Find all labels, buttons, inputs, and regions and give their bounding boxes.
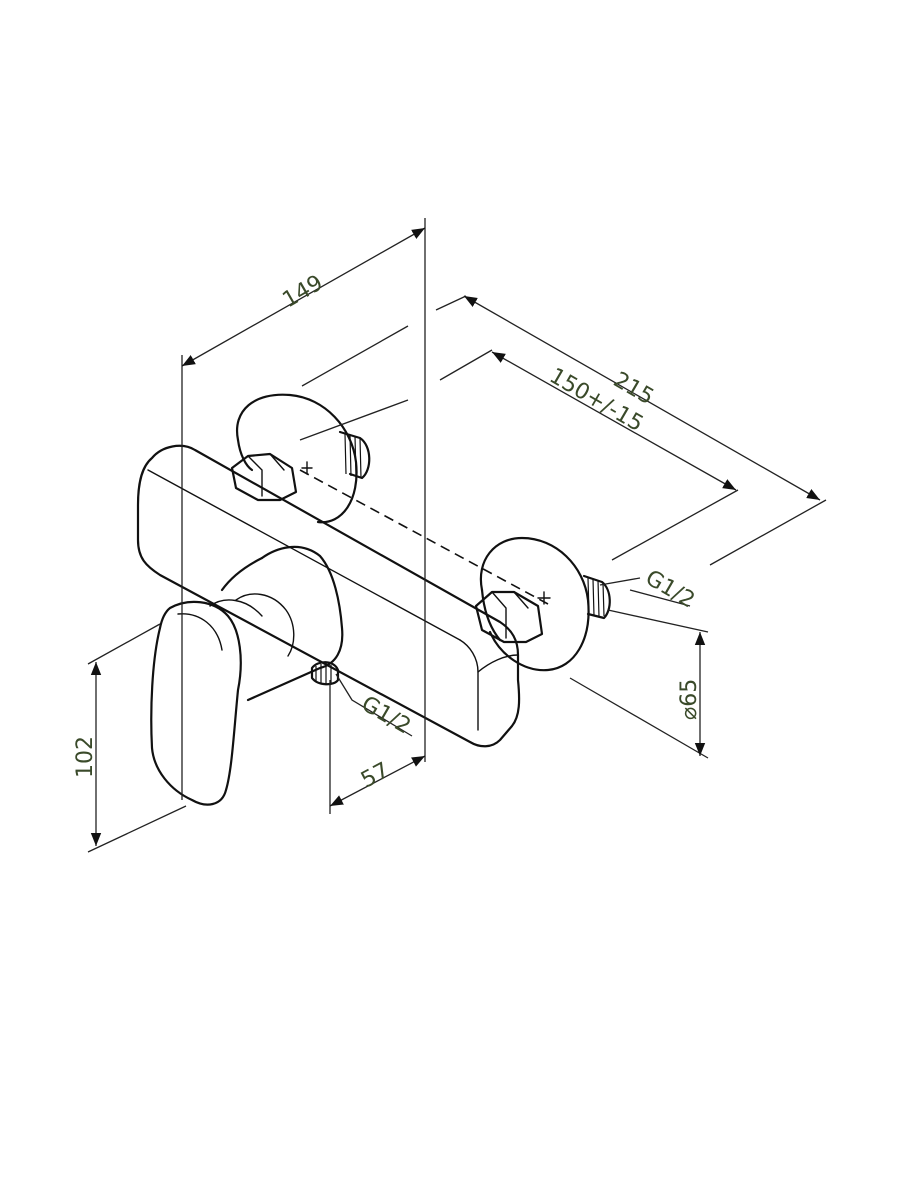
- dim-65: ⌀65: [677, 632, 706, 756]
- dim-label-102: 102: [73, 736, 98, 778]
- dim-150: 150+/-15: [491, 351, 737, 491]
- wall-flange-right: [479, 536, 590, 672]
- extension-lines: [299, 295, 827, 759]
- dim-label-65: ⌀65: [677, 679, 702, 720]
- connector-right: [474, 574, 611, 644]
- thread-label-right: G1/2: [641, 566, 699, 614]
- thread-label-bottom: G1/2: [357, 692, 415, 740]
- outlet-thread: [310, 661, 340, 686]
- wall-flange-left: [235, 393, 358, 524]
- connector-left: [230, 430, 371, 502]
- dim-102: 102: [73, 623, 187, 853]
- dim-215: 215: [463, 295, 821, 501]
- dim-label-57: 57: [357, 758, 393, 793]
- callout-g12-right: G1/2: [599, 566, 699, 614]
- mixer-body: [136, 444, 549, 748]
- lever-handle: [150, 600, 242, 806]
- lever-neck: [209, 545, 344, 702]
